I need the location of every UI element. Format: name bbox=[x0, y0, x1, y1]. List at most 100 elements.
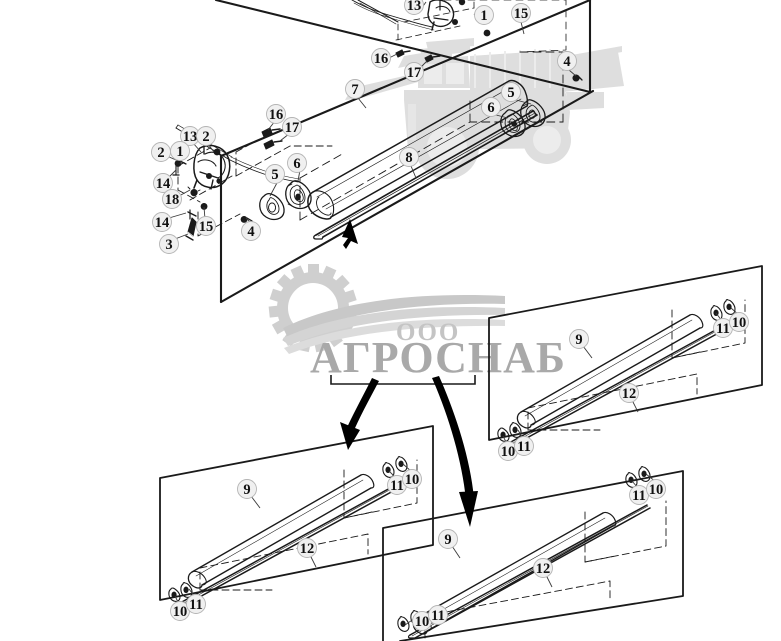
callout-number: 12 bbox=[536, 561, 551, 577]
callout-4: 4 bbox=[241, 221, 261, 241]
callout-3: 3 bbox=[159, 234, 179, 254]
callout-number: 4 bbox=[563, 54, 570, 70]
callout-16: 16 bbox=[266, 104, 286, 124]
gear-icon bbox=[268, 264, 505, 354]
callout-bubble bbox=[474, 5, 494, 25]
callout-11: 11 bbox=[629, 485, 649, 505]
callout-number: 9 bbox=[243, 482, 250, 498]
callout-number: 9 bbox=[575, 332, 582, 348]
callout-6: 6 bbox=[287, 153, 307, 173]
callout-bubble bbox=[646, 479, 666, 499]
callout-bubble bbox=[404, 0, 424, 15]
callout-bubble bbox=[404, 62, 424, 82]
callout-17: 17 bbox=[404, 62, 424, 82]
callout-bubble bbox=[170, 141, 190, 161]
callout-number: 8 bbox=[405, 150, 412, 166]
callout-10: 10 bbox=[170, 601, 190, 621]
callout-6: 6 bbox=[481, 97, 501, 117]
callout-13: 13 bbox=[404, 0, 424, 15]
callout-7: 7 bbox=[345, 79, 365, 99]
callout-9: 9 bbox=[438, 529, 458, 549]
callout-bubble bbox=[237, 479, 257, 499]
watermark-ooo: ООО bbox=[396, 319, 460, 346]
callout-bubble bbox=[438, 529, 458, 549]
reference-bracket bbox=[330, 375, 476, 385]
callout-11: 11 bbox=[514, 436, 534, 456]
callout-5: 5 bbox=[265, 164, 285, 184]
fastener-4-main bbox=[240, 216, 253, 223]
callout-bubble bbox=[153, 173, 173, 193]
callout-number: 7 bbox=[351, 82, 358, 98]
callout-number: 10 bbox=[732, 315, 747, 331]
callout-12: 12 bbox=[297, 538, 317, 558]
callout-10: 10 bbox=[646, 479, 666, 499]
callout-number: 11 bbox=[517, 439, 531, 455]
callout-9: 9 bbox=[569, 329, 589, 349]
callout-number: 18 bbox=[165, 192, 180, 208]
callout-9: 9 bbox=[237, 479, 257, 499]
callout-11: 11 bbox=[428, 605, 448, 625]
callout-bubble bbox=[533, 558, 553, 578]
callout-2: 2 bbox=[151, 142, 171, 162]
callout-bubble bbox=[501, 82, 521, 102]
panel-low-left bbox=[159, 425, 434, 607]
callout-16: 16 bbox=[371, 48, 391, 68]
callout-bubble bbox=[428, 605, 448, 625]
callout-number: 2 bbox=[202, 129, 209, 145]
shaft-8 bbox=[313, 110, 538, 240]
callout-number: 17 bbox=[407, 65, 422, 81]
callout-number: 10 bbox=[501, 444, 516, 460]
callout-number: 12 bbox=[622, 386, 637, 402]
callout-1: 1 bbox=[474, 5, 494, 25]
callout-number: 10 bbox=[405, 472, 420, 488]
callout-bubble bbox=[619, 383, 639, 403]
callout-15: 15 bbox=[196, 216, 216, 236]
callout-bubble bbox=[371, 48, 391, 68]
callout-bubble bbox=[282, 117, 302, 137]
callout-10: 10 bbox=[402, 469, 422, 489]
bearing-right-group bbox=[500, 99, 546, 138]
callout-number: 3 bbox=[165, 237, 172, 253]
callout-number: 2 bbox=[157, 145, 164, 161]
callout-bubble bbox=[481, 97, 501, 117]
callout-1: 1 bbox=[170, 141, 190, 161]
callout-14: 14 bbox=[152, 212, 172, 232]
callout-number: 1 bbox=[176, 144, 183, 160]
panel-mid-right bbox=[488, 265, 763, 447]
callout-18: 18 bbox=[162, 189, 182, 209]
callout-bubble bbox=[152, 212, 172, 232]
callout-number: 4 bbox=[247, 224, 254, 240]
callout-bubble bbox=[729, 312, 749, 332]
callout-number: 6 bbox=[293, 156, 300, 172]
callout-bubble bbox=[266, 104, 286, 124]
callout-number: 14 bbox=[156, 176, 171, 192]
roller-tube-7 bbox=[307, 79, 529, 220]
callout-5: 5 bbox=[501, 82, 521, 102]
callout-12: 12 bbox=[533, 558, 553, 578]
callout-12: 12 bbox=[619, 383, 639, 403]
panel-main bbox=[172, 0, 595, 304]
bracket-cluster-left bbox=[193, 143, 231, 190]
pointer-up-arrow bbox=[342, 219, 358, 249]
callout-number: 11 bbox=[716, 321, 730, 337]
callout-bubble bbox=[196, 216, 216, 236]
callout-bubble bbox=[162, 189, 182, 209]
callout-number: 11 bbox=[431, 608, 445, 624]
callout-bubble bbox=[511, 3, 531, 23]
callout-2: 2 bbox=[196, 126, 216, 146]
callout-bubble bbox=[514, 436, 534, 456]
callout-number: 9 bbox=[444, 532, 451, 548]
callout-number: 10 bbox=[649, 482, 664, 498]
callout-number: 1 bbox=[480, 8, 487, 24]
callout-17: 17 bbox=[282, 117, 302, 137]
callout-14: 14 bbox=[153, 173, 173, 193]
callout-bubble bbox=[569, 329, 589, 349]
callout-number: 16 bbox=[269, 107, 284, 123]
callout-bubble bbox=[196, 126, 216, 146]
callout-number: 11 bbox=[632, 488, 646, 504]
callout-15: 15 bbox=[511, 3, 531, 23]
